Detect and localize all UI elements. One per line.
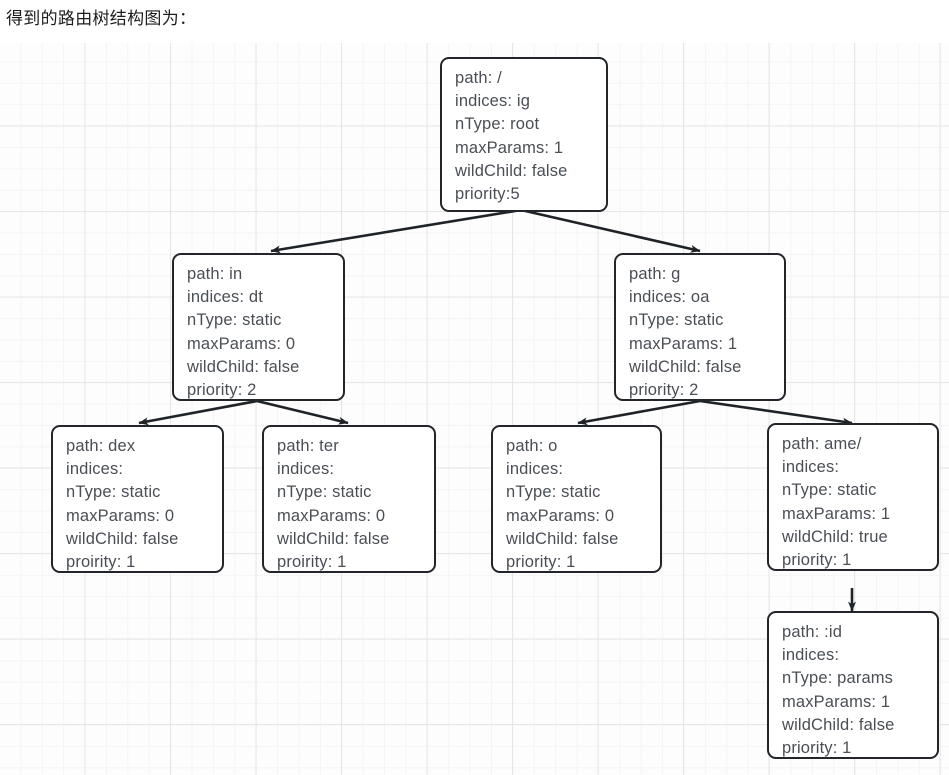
- node-line-ntype: nType: static: [187, 311, 282, 330]
- node-line-ntype: nType: params: [782, 669, 894, 688]
- node-line-priority: proirity: 1: [277, 553, 347, 572]
- edge-g-to-o: [577, 399, 701, 426]
- tree-node-in[interactable]: path: in indices: dt nType: static maxPa…: [172, 253, 345, 401]
- node-line-path: path: :id: [782, 623, 843, 641]
- tree-node-o[interactable]: path: o indices: nType: static maxParams…: [491, 425, 662, 573]
- node-line-path: path: o: [506, 437, 558, 455]
- node-line-maxparams: maxParams: 1: [455, 138, 564, 157]
- node-line-indices: indices: oa: [629, 288, 710, 307]
- node-line-indices: indices:: [66, 460, 124, 479]
- edge-root-to-in: [270, 208, 522, 254]
- node-line-priority: proirity: 1: [66, 553, 136, 572]
- node-line-wildchild: wildChild: false: [629, 357, 742, 376]
- node-line-indices: indices:: [782, 458, 840, 477]
- tree-node-g[interactable]: path: g indices: oa nType: static maxPar…: [614, 253, 786, 401]
- node-line-wildchild: wildChild: false: [506, 529, 619, 548]
- edge-g-to-ame: [699, 399, 853, 426]
- node-line-path: path: ame/: [782, 435, 862, 453]
- node-line-wildchild: wildChild: false: [187, 357, 300, 376]
- node-line-ntype: nType: static: [629, 311, 724, 330]
- node-line-priority: priority:5: [455, 185, 520, 204]
- node-line-maxparams: maxParams: 0: [187, 334, 296, 353]
- node-line-ntype: nType: static: [506, 483, 601, 502]
- node-line-indices: indices: ig: [455, 92, 531, 111]
- node-line-maxparams: maxParams: 1: [782, 504, 891, 523]
- node-line-indices: indices: dt: [187, 288, 263, 307]
- page-caption: 得到的路由树结构图为：: [6, 9, 197, 28]
- node-line-indices: indices:: [782, 646, 840, 665]
- tree-node-root[interactable]: path: / indices: ig nType: root maxParam…: [440, 57, 608, 212]
- node-line-wildchild: wildChild: false: [277, 529, 390, 548]
- node-line-maxparams: maxParams: 1: [629, 334, 738, 353]
- node-line-ntype: nType: static: [782, 481, 877, 500]
- node-line-indices: indices:: [277, 460, 335, 479]
- tree-node-id[interactable]: path: :id indices: nType: params maxPara…: [767, 611, 939, 759]
- tree-node-ame[interactable]: path: ame/ indices: nType: static maxPar…: [767, 423, 939, 571]
- node-line-path: path: dex: [66, 437, 136, 455]
- node-line-wildchild: wildChild: false: [782, 715, 895, 734]
- node-line-wildchild: wildChild: true: [782, 527, 888, 546]
- node-line-path: path: g: [629, 265, 681, 283]
- node-line-path: path: in: [187, 265, 243, 283]
- node-line-ntype: nType: static: [66, 483, 161, 502]
- tree-node-ter[interactable]: path: ter indices: nType: static maxPara…: [262, 425, 436, 573]
- tree-node-dex[interactable]: path: dex indices: nType: static maxPara…: [51, 425, 224, 573]
- node-line-maxparams: maxParams: 0: [506, 506, 615, 525]
- node-line-priority: priority: 1: [506, 553, 576, 572]
- node-line-maxparams: maxParams: 0: [66, 506, 175, 525]
- node-line-path: path: /: [455, 69, 502, 87]
- edge-root-to-g: [520, 208, 701, 253]
- node-line-priority: priority: 1: [782, 739, 852, 758]
- node-line-maxparams: maxParams: 1: [782, 692, 891, 711]
- diagram-canvas: path: / indices: ig nType: root maxParam…: [0, 43, 949, 775]
- node-line-ntype: nType: root: [455, 115, 540, 134]
- node-line-priority: priority: 2: [187, 381, 257, 400]
- edge-in-to-ter: [256, 399, 349, 425]
- node-line-path: path: ter: [277, 437, 339, 455]
- node-line-ntype: nType: static: [277, 483, 372, 502]
- node-line-maxparams: maxParams: 0: [277, 506, 386, 525]
- node-line-wildchild: wildChild: false: [455, 161, 568, 180]
- node-line-indices: indices:: [506, 460, 564, 479]
- edge-in-to-dex: [138, 399, 258, 426]
- node-line-priority: priority: 1: [782, 551, 852, 570]
- node-line-priority: priority: 2: [629, 381, 699, 400]
- node-line-wildchild: wildChild: false: [66, 529, 179, 548]
